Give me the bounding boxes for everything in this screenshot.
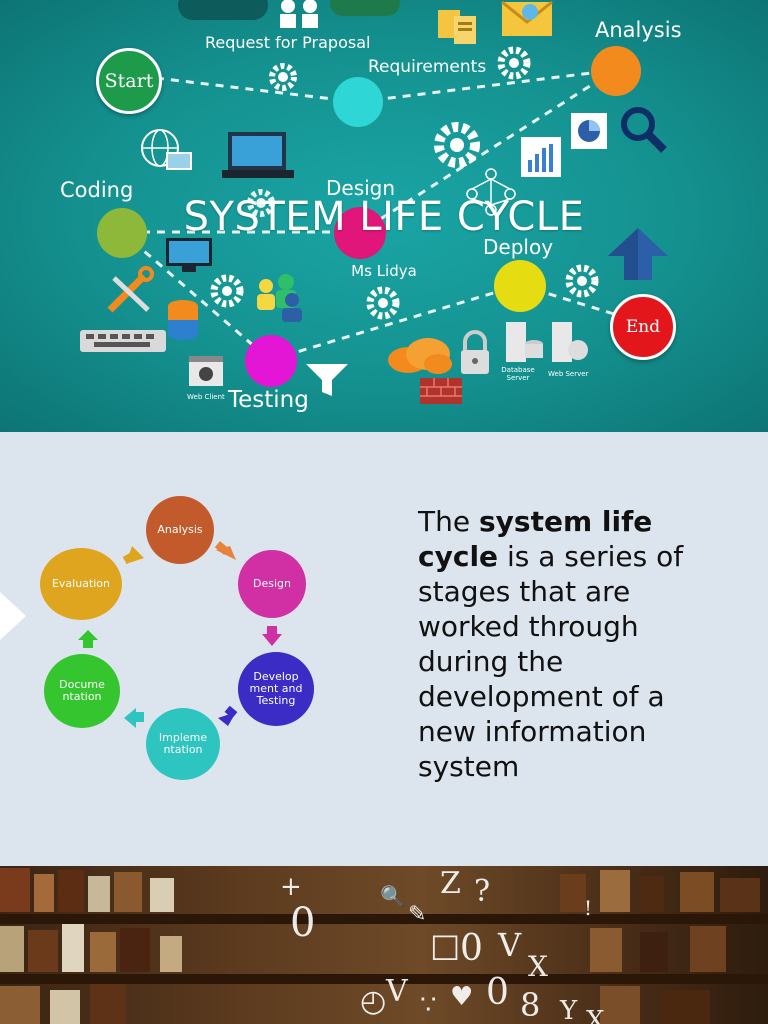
- stage-implementation-label: Impleme ntation: [158, 731, 208, 756]
- definition-term: system life cycle: [418, 505, 653, 573]
- presenter-name: Ms Lidya: [351, 262, 417, 280]
- stage-development: Develop ment and Testing: [238, 652, 314, 726]
- end-node: End: [610, 294, 676, 360]
- chat-bubble-icon: [178, 0, 268, 20]
- library-image-slide[interactable]: + 0 🔍 ✎ Z ? □ 0 V X 0 ◴ V ∵ ♥ 8 Y ! X: [0, 866, 768, 1024]
- monitor-icon: [164, 236, 214, 280]
- web-client-label: Web Client: [187, 393, 225, 401]
- cloud-icon: [386, 336, 454, 380]
- definition-prefix: The: [418, 505, 471, 538]
- bar-chart-icon: [520, 136, 562, 182]
- stage-design: Design: [238, 550, 306, 618]
- database-icon: [166, 298, 200, 346]
- firewall-icon: [420, 378, 462, 408]
- web-server-icon: [550, 320, 590, 368]
- gear-icon: [495, 44, 533, 86]
- testing-label: Testing: [228, 387, 309, 413]
- stage-documentation-label: Docume ntation: [59, 678, 105, 703]
- database-server-text: Database Server: [501, 366, 535, 382]
- email-icon: [500, 0, 556, 42]
- speech-bubble-icon: [330, 0, 400, 16]
- globe-computer-icon: [140, 128, 196, 182]
- request-label: Request for Praposal: [205, 33, 371, 52]
- shelf: [0, 974, 768, 984]
- gear-icon: [244, 186, 278, 224]
- requirements-label: Requirements: [368, 57, 487, 77]
- gear-icon: [364, 284, 402, 326]
- title-slide[interactable]: Start End Request for Praposal Requireme…: [0, 0, 768, 432]
- pie-chart-icon: [570, 112, 608, 154]
- web-client-icon: [188, 355, 224, 391]
- shelf: [0, 914, 768, 924]
- gear-icon: [208, 272, 246, 314]
- analysis-label: Analysis: [595, 18, 682, 42]
- definition-text: The system life cycle is a series of sta…: [418, 504, 718, 784]
- tools-icon: [104, 266, 160, 320]
- analysis-node: [591, 46, 641, 96]
- stage-development-label: Develop ment and Testing: [249, 670, 303, 707]
- deploy-label: Deploy: [483, 235, 554, 259]
- web-server-label: Web Server: [548, 370, 589, 378]
- arrow-icon: [126, 546, 144, 564]
- stage-implementation: Impleme ntation: [146, 708, 220, 780]
- design-node: [334, 207, 386, 259]
- definition-slide[interactable]: Analysis Design Develop ment and Testing…: [0, 432, 768, 866]
- database-server-label: Database Server: [500, 366, 536, 382]
- magnifier-icon: [618, 104, 670, 160]
- stage-evaluation-label: Evaluation: [51, 577, 111, 590]
- requirements-node: [333, 77, 383, 127]
- design-label: Design: [326, 176, 396, 200]
- arrow-icon: [78, 630, 98, 640]
- team-icon: [252, 272, 308, 328]
- arrow-icon: [124, 708, 136, 728]
- definition-body: is a series of stages that are worked th…: [418, 540, 684, 783]
- coding-label: Coding: [60, 178, 134, 202]
- cycle-arrows: [78, 541, 282, 728]
- network-icon: [462, 166, 520, 220]
- stage-analysis: Analysis: [146, 496, 214, 564]
- keyboard-icon: [80, 330, 168, 358]
- gear-icon: [563, 262, 601, 304]
- arrow-icon: [218, 712, 236, 726]
- stage-design-label: Design: [253, 577, 291, 590]
- deploy-node: [494, 260, 546, 312]
- people-icon: [270, 0, 330, 34]
- stage-evaluation: Evaluation: [40, 548, 122, 620]
- laptop-icon: [222, 130, 294, 186]
- start-node: Start: [96, 48, 162, 114]
- gear-icon: [430, 118, 484, 176]
- documents-icon: [436, 8, 482, 52]
- arrow-icon: [262, 634, 282, 646]
- lock-icon: [457, 330, 493, 382]
- testing-node: [245, 335, 297, 387]
- database-server-icon: [504, 320, 544, 368]
- stage-documentation: Docume ntation: [44, 654, 120, 728]
- coding-node: [97, 208, 147, 258]
- upload-arrow-icon: [606, 226, 670, 286]
- stage-analysis-label: Analysis: [157, 523, 203, 536]
- navigation-arrow-icon[interactable]: [0, 592, 26, 640]
- gear-icon: [266, 60, 300, 98]
- funnel-icon: [304, 362, 350, 402]
